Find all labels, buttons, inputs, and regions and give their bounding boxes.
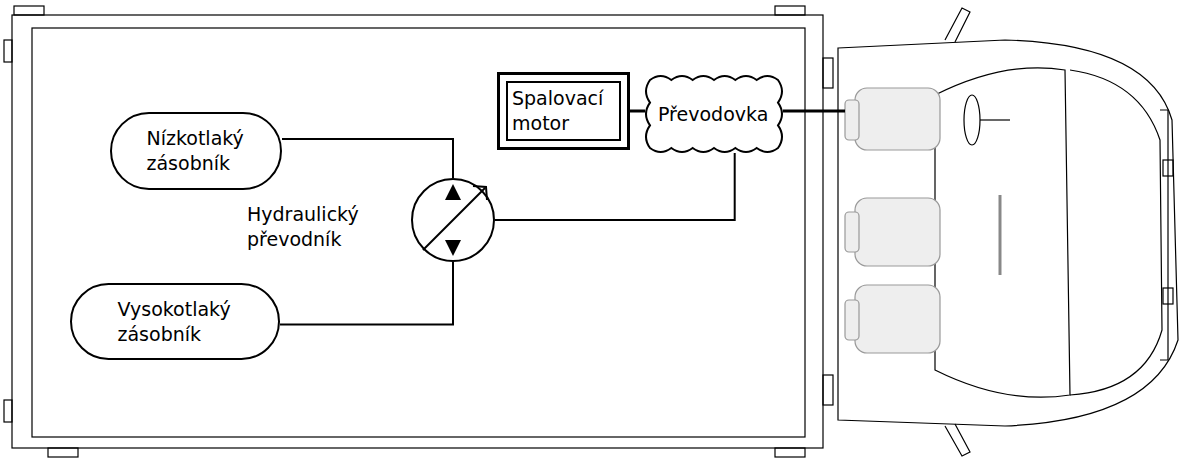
hinge: [823, 58, 833, 88]
corner-tab: [775, 448, 805, 457]
node-label: Nízkotlaký zásobník: [147, 126, 246, 175]
corner-tab: [4, 40, 12, 62]
hydraulic-line: [630, 110, 645, 113]
cargo-box-outer: [12, 15, 823, 448]
light: [1163, 288, 1173, 304]
steering-column: [980, 119, 1010, 120]
cab-outline: [838, 40, 1178, 426]
gearbox-box: Převodovka: [645, 75, 783, 153]
node-label: Převodovka: [658, 102, 770, 127]
hydraulic-line: [495, 153, 735, 220]
node-label: Hydraulický převodník: [247, 202, 397, 251]
corner-tab: [48, 448, 78, 457]
pump-symbol: [411, 178, 495, 262]
variable-arrow: [423, 188, 485, 250]
node-label: Spalovací motor: [512, 86, 605, 135]
console: [999, 195, 1002, 275]
mirror: [945, 424, 970, 456]
node-label: Vysokotlaký zásobník: [118, 297, 233, 346]
light: [1163, 160, 1173, 176]
corner-tab: [775, 6, 805, 15]
seat-back: [845, 212, 859, 252]
variable-arrow-head: [473, 186, 487, 200]
engine-box: Spalovací motor: [497, 72, 630, 150]
flow-triangle: [445, 184, 461, 200]
tank-box: Vysokotlaký zásobník: [70, 283, 280, 360]
grille: [1160, 110, 1168, 360]
windshield: [935, 68, 1070, 397]
flow-triangle: [445, 240, 461, 256]
wavy-border: [646, 76, 782, 152]
hinge: [823, 375, 833, 405]
engine-inner-border: Spalovací motor: [506, 81, 621, 141]
cargo-box-inner: [32, 28, 805, 437]
hydraulic-converter: Hydraulický převodník: [411, 178, 495, 262]
hydraulic-line: [282, 139, 453, 178]
pump-circle: [412, 179, 494, 261]
seat-back: [845, 100, 859, 140]
seat-back: [845, 300, 859, 340]
seat: [855, 88, 940, 150]
seat: [855, 285, 940, 353]
drive-shaft: [783, 110, 845, 113]
hood: [1070, 70, 1162, 395]
corner-tab: [14, 6, 44, 15]
hydraulic-line: [280, 262, 453, 325]
corner-tab: [4, 400, 12, 422]
mirror: [945, 8, 970, 42]
tank-box: Nízkotlaký zásobník: [110, 112, 282, 190]
steering-wheel: [964, 95, 980, 145]
seat: [855, 198, 940, 266]
